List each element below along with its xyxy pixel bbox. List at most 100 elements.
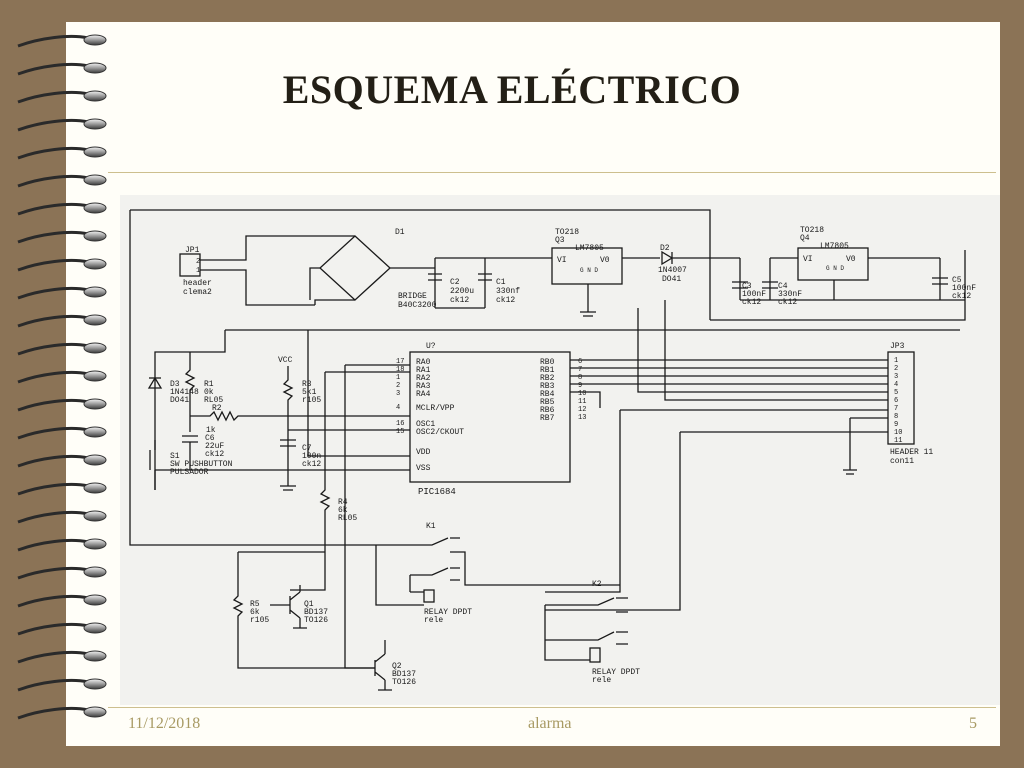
q2-transistor: [374, 640, 392, 691]
jp3-pin-number: 4: [894, 381, 898, 389]
binding-ring: [17, 678, 107, 692]
binding-ring: [17, 34, 107, 48]
d3-value: 1N4148: [170, 388, 199, 397]
u7-pin-label: RB1: [540, 366, 555, 375]
r3-value: 5k1: [302, 388, 317, 397]
binding-ring: [17, 202, 107, 216]
c1-value: 330nf: [496, 287, 520, 296]
r5-value: 6k: [250, 608, 260, 617]
bridge-rectifier: [319, 235, 391, 301]
r4-value: 6k: [338, 506, 348, 515]
u7-pin-number: 15: [396, 428, 404, 436]
u7-pin-label: RB5: [540, 398, 555, 407]
u7-pin-label: VSS: [416, 464, 431, 473]
r5-ref: R5: [250, 600, 260, 609]
binding-ring: [17, 538, 107, 552]
q4-gnd: G N D: [826, 265, 844, 272]
binding-ring: [17, 146, 107, 160]
u7-pin-number: 9: [578, 382, 582, 390]
u7-pin-number: 18: [396, 366, 404, 374]
jp3-pin-number: 8: [894, 413, 898, 421]
u7-pin-label: RA4: [416, 390, 431, 399]
jp1-name: header: [183, 279, 212, 288]
binding-ring: [17, 454, 107, 468]
q2-ref: Q2: [392, 662, 402, 671]
u7-microcontroller: [409, 351, 571, 483]
u7-pin-number: 2: [396, 382, 400, 390]
jp3-pin-number: 6: [894, 397, 898, 405]
c3-pkg: ck12: [742, 298, 761, 307]
q4-regulator: [797, 247, 869, 281]
u7-pin-number: 17: [396, 358, 404, 366]
r3-pkg: r105: [302, 396, 321, 405]
footer-divider: [108, 707, 996, 708]
q1-ref: Q1: [304, 600, 314, 609]
u7-value: PIC1684: [418, 487, 456, 497]
u7-pin-number: 10: [578, 390, 586, 398]
q4-vo: V0: [846, 255, 856, 264]
c4-pkg: ck12: [778, 298, 797, 307]
jp3-pin-number: 2: [894, 365, 898, 373]
jp3-value: con11: [890, 457, 914, 466]
c2-ref: C2: [450, 278, 460, 287]
r1-value: 0k: [204, 388, 214, 397]
jp3-pin-number: 7: [894, 405, 898, 413]
u7-pin-number: 12: [578, 406, 586, 414]
k1-coil: [423, 589, 435, 603]
c3-value: 100nF: [742, 290, 766, 299]
jp3-connector: [887, 351, 915, 445]
spiral-binding: [17, 34, 107, 720]
u7-pin-number: 4: [396, 404, 400, 412]
binding-ring: [17, 566, 107, 580]
q2-pkg: TO126: [392, 678, 416, 687]
binding-ring: [17, 286, 107, 300]
jp1-value: clema2: [183, 288, 212, 297]
binding-ring: [17, 426, 107, 440]
c7-ref: C7: [302, 444, 312, 453]
d2-ref: D2: [660, 244, 670, 253]
s1-name: SW PUSHBUTTON: [170, 460, 233, 469]
binding-ring: [17, 342, 107, 356]
u7-pin-label: OSC1: [416, 420, 435, 429]
jp1-ref: JP1: [185, 246, 200, 255]
jp3-pin-number: 1: [894, 357, 898, 365]
jp1-pin-2: 2: [196, 258, 200, 266]
u7-pin-number: 16: [396, 420, 404, 428]
d1-ref: D1: [395, 228, 405, 237]
jp3-pin-number: 10: [894, 429, 902, 437]
s1-ref: S1: [170, 452, 180, 461]
c4-ref: C4: [778, 282, 788, 291]
binding-ring: [17, 62, 107, 76]
u7-pin-label: RA0: [416, 358, 431, 367]
jp1-connector: [179, 253, 201, 277]
q3-pkg: TO218: [555, 228, 579, 237]
k2-name: RELAY DPDT: [592, 668, 640, 677]
u7-pin-label: RA2: [416, 374, 431, 383]
jp3-pin-number: 3: [894, 373, 898, 381]
q4-ref: Q4: [800, 234, 810, 243]
u7-ref: U?: [426, 342, 436, 351]
k1-value: rele: [424, 616, 443, 625]
c5-value: 100nF: [952, 284, 976, 293]
c7-pkg: ck12: [302, 460, 321, 469]
q3-vo: V0: [600, 256, 610, 265]
k1-name: RELAY DPDT: [424, 608, 472, 617]
vcc-label: VCC: [278, 356, 293, 365]
r4-pkg: RL05: [338, 514, 357, 523]
r1-pkg: RL05: [204, 396, 223, 405]
title-divider: [108, 172, 996, 173]
binding-ring: [17, 482, 107, 496]
u7-pin-number: 7: [578, 366, 582, 374]
binding-ring: [17, 622, 107, 636]
u7-pin-label: RA3: [416, 382, 431, 391]
q3-value: LM7805: [575, 244, 604, 253]
u7-pin-number: 11: [578, 398, 586, 406]
k1-ref: K1: [426, 522, 436, 531]
d1-name: BRIDGE: [398, 292, 427, 301]
binding-ring: [17, 398, 107, 412]
q1-value: BD137: [304, 608, 328, 617]
footer-date: 11/12/2018: [128, 715, 201, 732]
binding-ring: [17, 510, 107, 524]
